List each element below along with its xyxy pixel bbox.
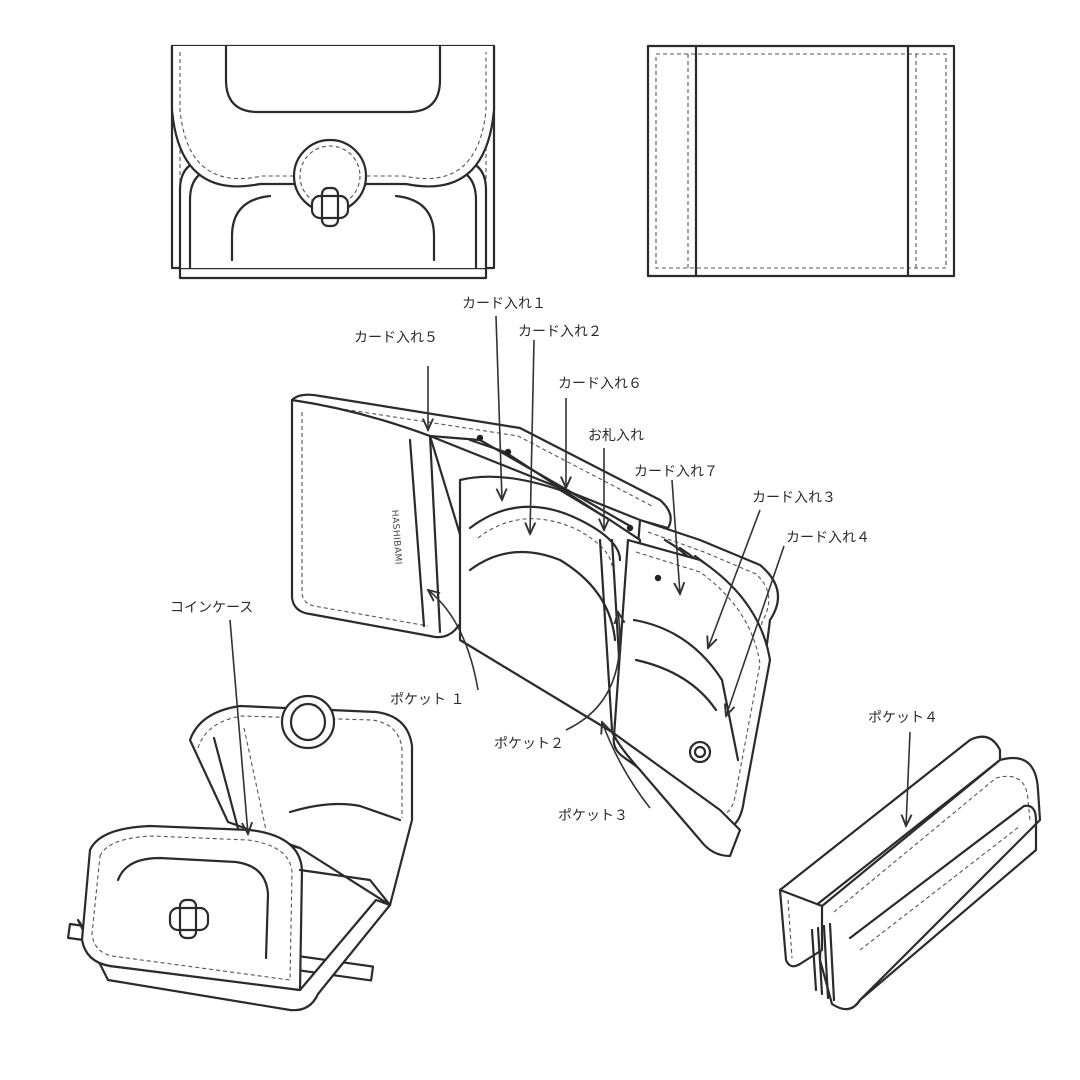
leader-lines bbox=[229, 315, 910, 834]
label-card-slot-4: カード入れ４ bbox=[786, 530, 870, 546]
label-bill-compartment: お札入れ bbox=[588, 428, 644, 444]
coin-case-view bbox=[66, 694, 414, 1012]
wallet-front-view bbox=[170, 44, 496, 280]
slot-marker bbox=[476, 434, 484, 442]
label-card-slot-3: カード入れ３ bbox=[752, 490, 836, 506]
wallet-open-view: HASHIBAMI bbox=[290, 393, 780, 858]
label-pocket-3: ポケット３ bbox=[558, 808, 628, 824]
slot-marker bbox=[626, 524, 634, 532]
label-card-slot-6: カード入れ６ bbox=[558, 376, 642, 392]
slot-marker bbox=[504, 448, 512, 456]
label-pocket-2: ポケット２ bbox=[494, 736, 564, 752]
label-card-slot-7: カード入れ７ bbox=[634, 464, 718, 480]
label-card-slot-1: カード入れ１ bbox=[462, 296, 546, 312]
label-card-slot-2: カード入れ２ bbox=[518, 324, 602, 340]
brand-mark: HASHIBAMI bbox=[389, 510, 403, 566]
wallet-side-view bbox=[778, 735, 1042, 1011]
wallet-back-view bbox=[646, 44, 956, 278]
label-coin-case: コインケース bbox=[170, 600, 253, 616]
label-pocket-1: ポケット １ bbox=[390, 692, 464, 708]
slot-marker bbox=[654, 574, 662, 582]
part-labels: カード入れ１ カード入れ２ カード入れ５ カード入れ６ お札入れ カード入れ７ … bbox=[170, 296, 938, 824]
label-card-slot-5: カード入れ５ bbox=[354, 330, 438, 346]
label-pocket-4: ポケット４ bbox=[868, 710, 938, 726]
